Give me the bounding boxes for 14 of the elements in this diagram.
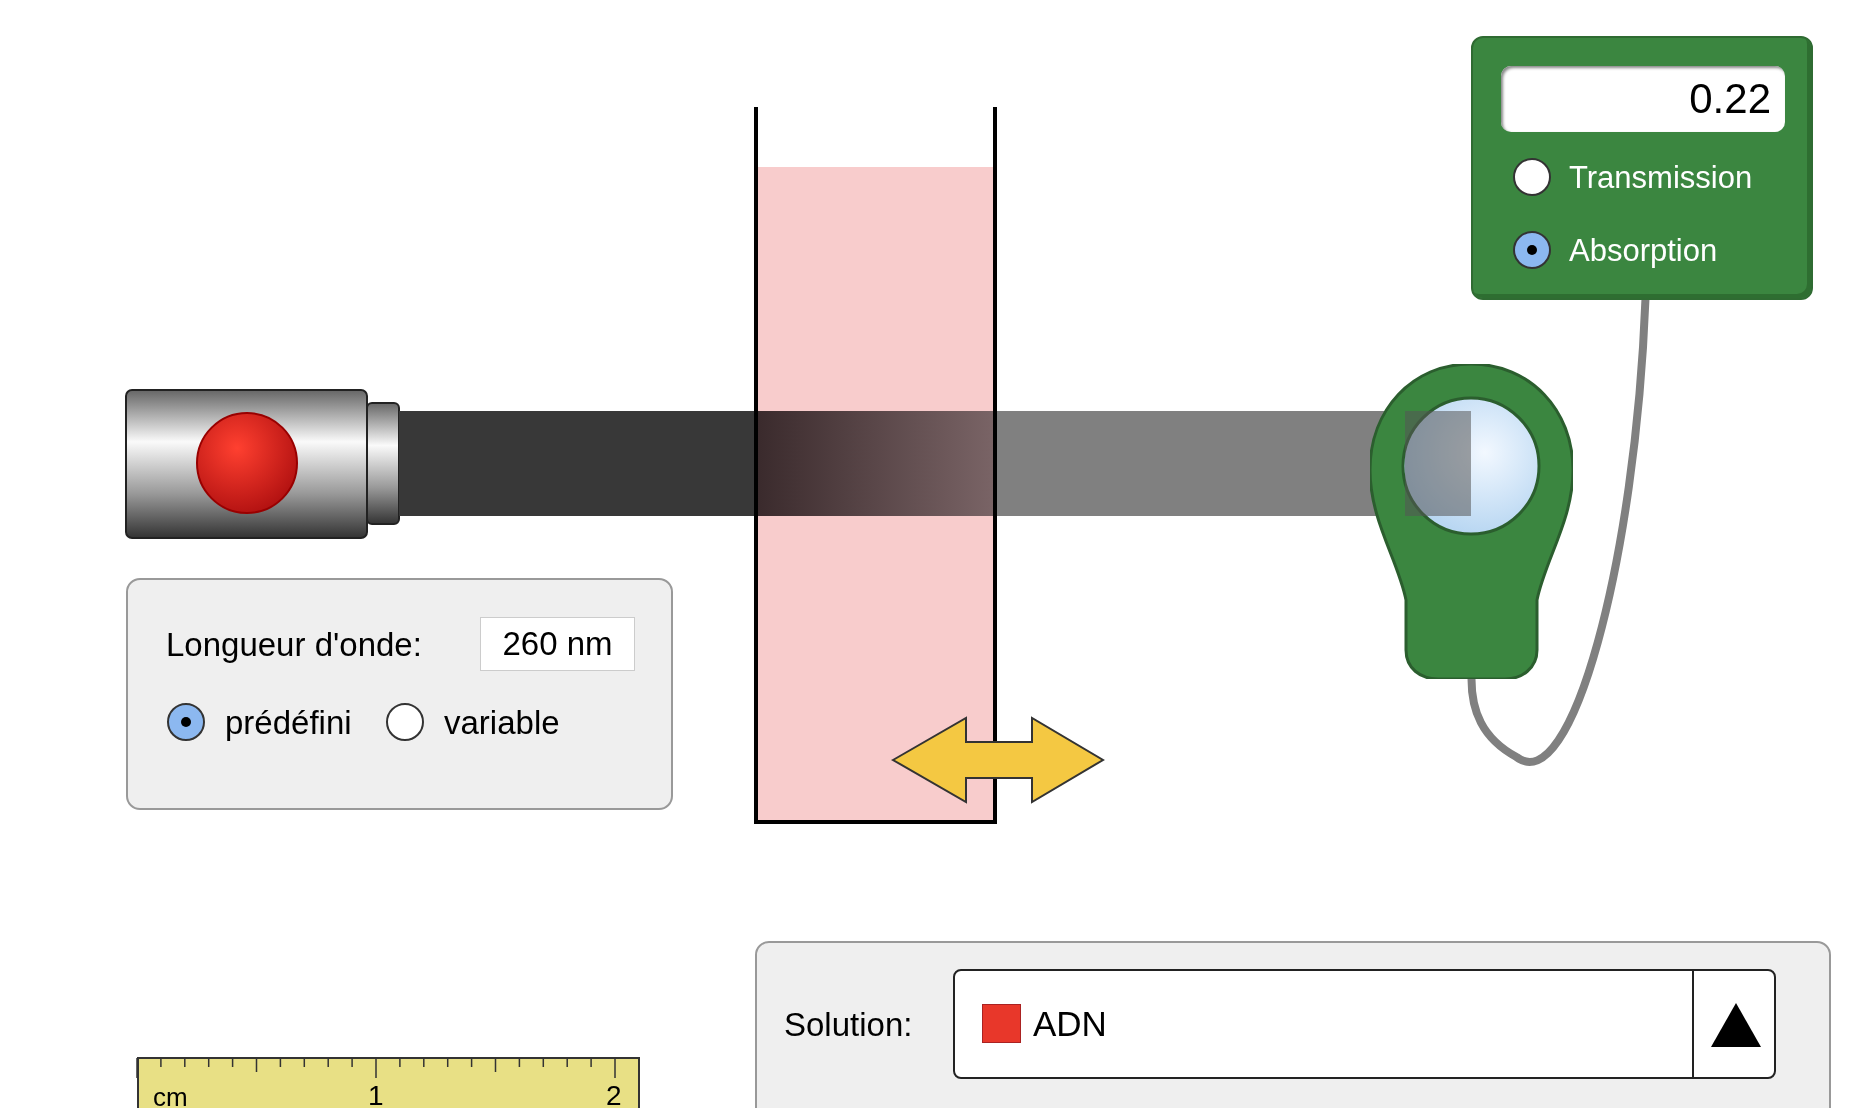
- ruler-number: 1: [368, 1080, 384, 1108]
- light-detector-drawing: [1370, 364, 1573, 679]
- ruler-number: 2: [606, 1080, 622, 1108]
- unit-label: cm: [153, 1082, 188, 1108]
- field-label: Solution:: [784, 1006, 913, 1044]
- option-label: prédéfini: [225, 704, 352, 742]
- meter-panel: [1471, 36, 1813, 300]
- option-label: Absorption: [1569, 233, 1718, 269]
- wavelength-field: 260 nm: [480, 617, 635, 671]
- option-label: variable: [444, 704, 560, 742]
- meter-readout: 0.22: [1501, 66, 1785, 132]
- field-label: Longueur d'onde:: [166, 626, 422, 664]
- option-label: Transmission: [1569, 160, 1753, 196]
- solution-dropdown: ADN: [953, 969, 1776, 1079]
